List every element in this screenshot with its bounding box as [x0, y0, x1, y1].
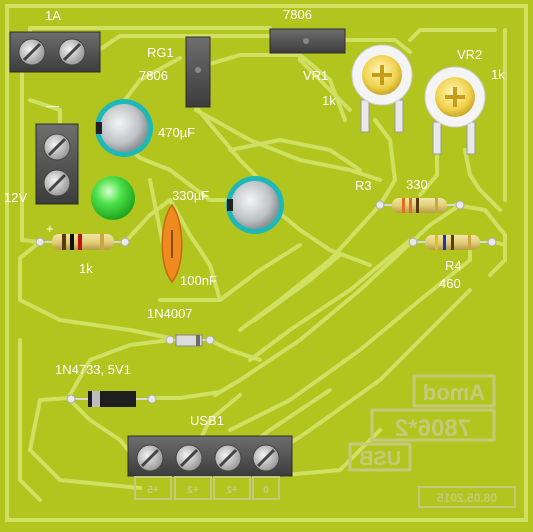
usb-label: USB1: [190, 413, 224, 428]
vr1-label: VR1: [303, 68, 328, 83]
zener-label: 1N4733, 5V1: [55, 362, 131, 377]
resistor-r4[interactable]: [408, 235, 497, 250]
r-led-label: 1k: [79, 261, 93, 276]
diode-1n4007[interactable]: [165, 334, 215, 347]
usb-terminal-block[interactable]: [127, 435, 293, 477]
usb-pin-label: +2: [187, 485, 199, 496]
r4-label: R4: [445, 258, 462, 273]
usb-pin-markings: +5 +2 +2 0: [134, 476, 280, 500]
copper-traces: [18, 26, 507, 502]
vr2-value-label: 1k: [491, 67, 505, 82]
usb-bottom-label: USB: [359, 448, 401, 470]
capacitor-470uf[interactable]: [95, 99, 153, 157]
potentiometer-vr1[interactable]: [351, 44, 413, 133]
date-label: 08.05.2015: [437, 491, 497, 505]
vr2-label: VR2: [457, 47, 482, 62]
author-label: Amod: [423, 380, 485, 405]
usb-pin-label: +2: [226, 485, 238, 496]
resistor-1k[interactable]: [35, 234, 130, 250]
r3-label: R3: [355, 178, 372, 193]
vr1-value-label: 1k: [322, 93, 336, 108]
regulator-rg1[interactable]: [185, 36, 211, 108]
rg1-value-label: 7806: [139, 68, 168, 83]
r3-value-label: 330: [406, 177, 428, 192]
input-voltage-label: 12V: [4, 190, 27, 205]
potentiometer-vr2[interactable]: [424, 66, 486, 155]
capacitor-330uf[interactable]: [226, 176, 284, 234]
rg1-label: RG1: [147, 45, 174, 60]
fuse-label: 1A: [45, 8, 61, 23]
project-label: 7806*2: [395, 415, 471, 442]
fuse-terminal-block[interactable]: [9, 31, 101, 73]
plus-label: +: [46, 221, 54, 236]
regulator-7806-top[interactable]: [269, 28, 346, 54]
input-terminal-block[interactable]: [35, 123, 79, 205]
board-outline: [5, 4, 528, 522]
diode-label: 1N4007: [147, 306, 193, 321]
regulator-top-label: 7806: [283, 7, 312, 22]
cap3-label: 100nF: [180, 273, 217, 288]
usb-pin-label: 0: [263, 485, 269, 496]
cap1-label: 470µF: [158, 125, 195, 140]
capacitor-100nf[interactable]: [161, 203, 183, 284]
zener-1n4733[interactable]: [66, 391, 157, 407]
led-green[interactable]: [91, 176, 135, 220]
bottom-silkscreen: Amod 7806*2 USB 08.05.2015: [348, 374, 516, 508]
minus-label: —: [46, 98, 59, 113]
r4-value-label: 460: [439, 276, 461, 291]
usb-pin-label: +5: [147, 485, 159, 496]
resistor-r3[interactable]: [375, 198, 465, 213]
cap2-label: 330µF: [172, 188, 209, 203]
